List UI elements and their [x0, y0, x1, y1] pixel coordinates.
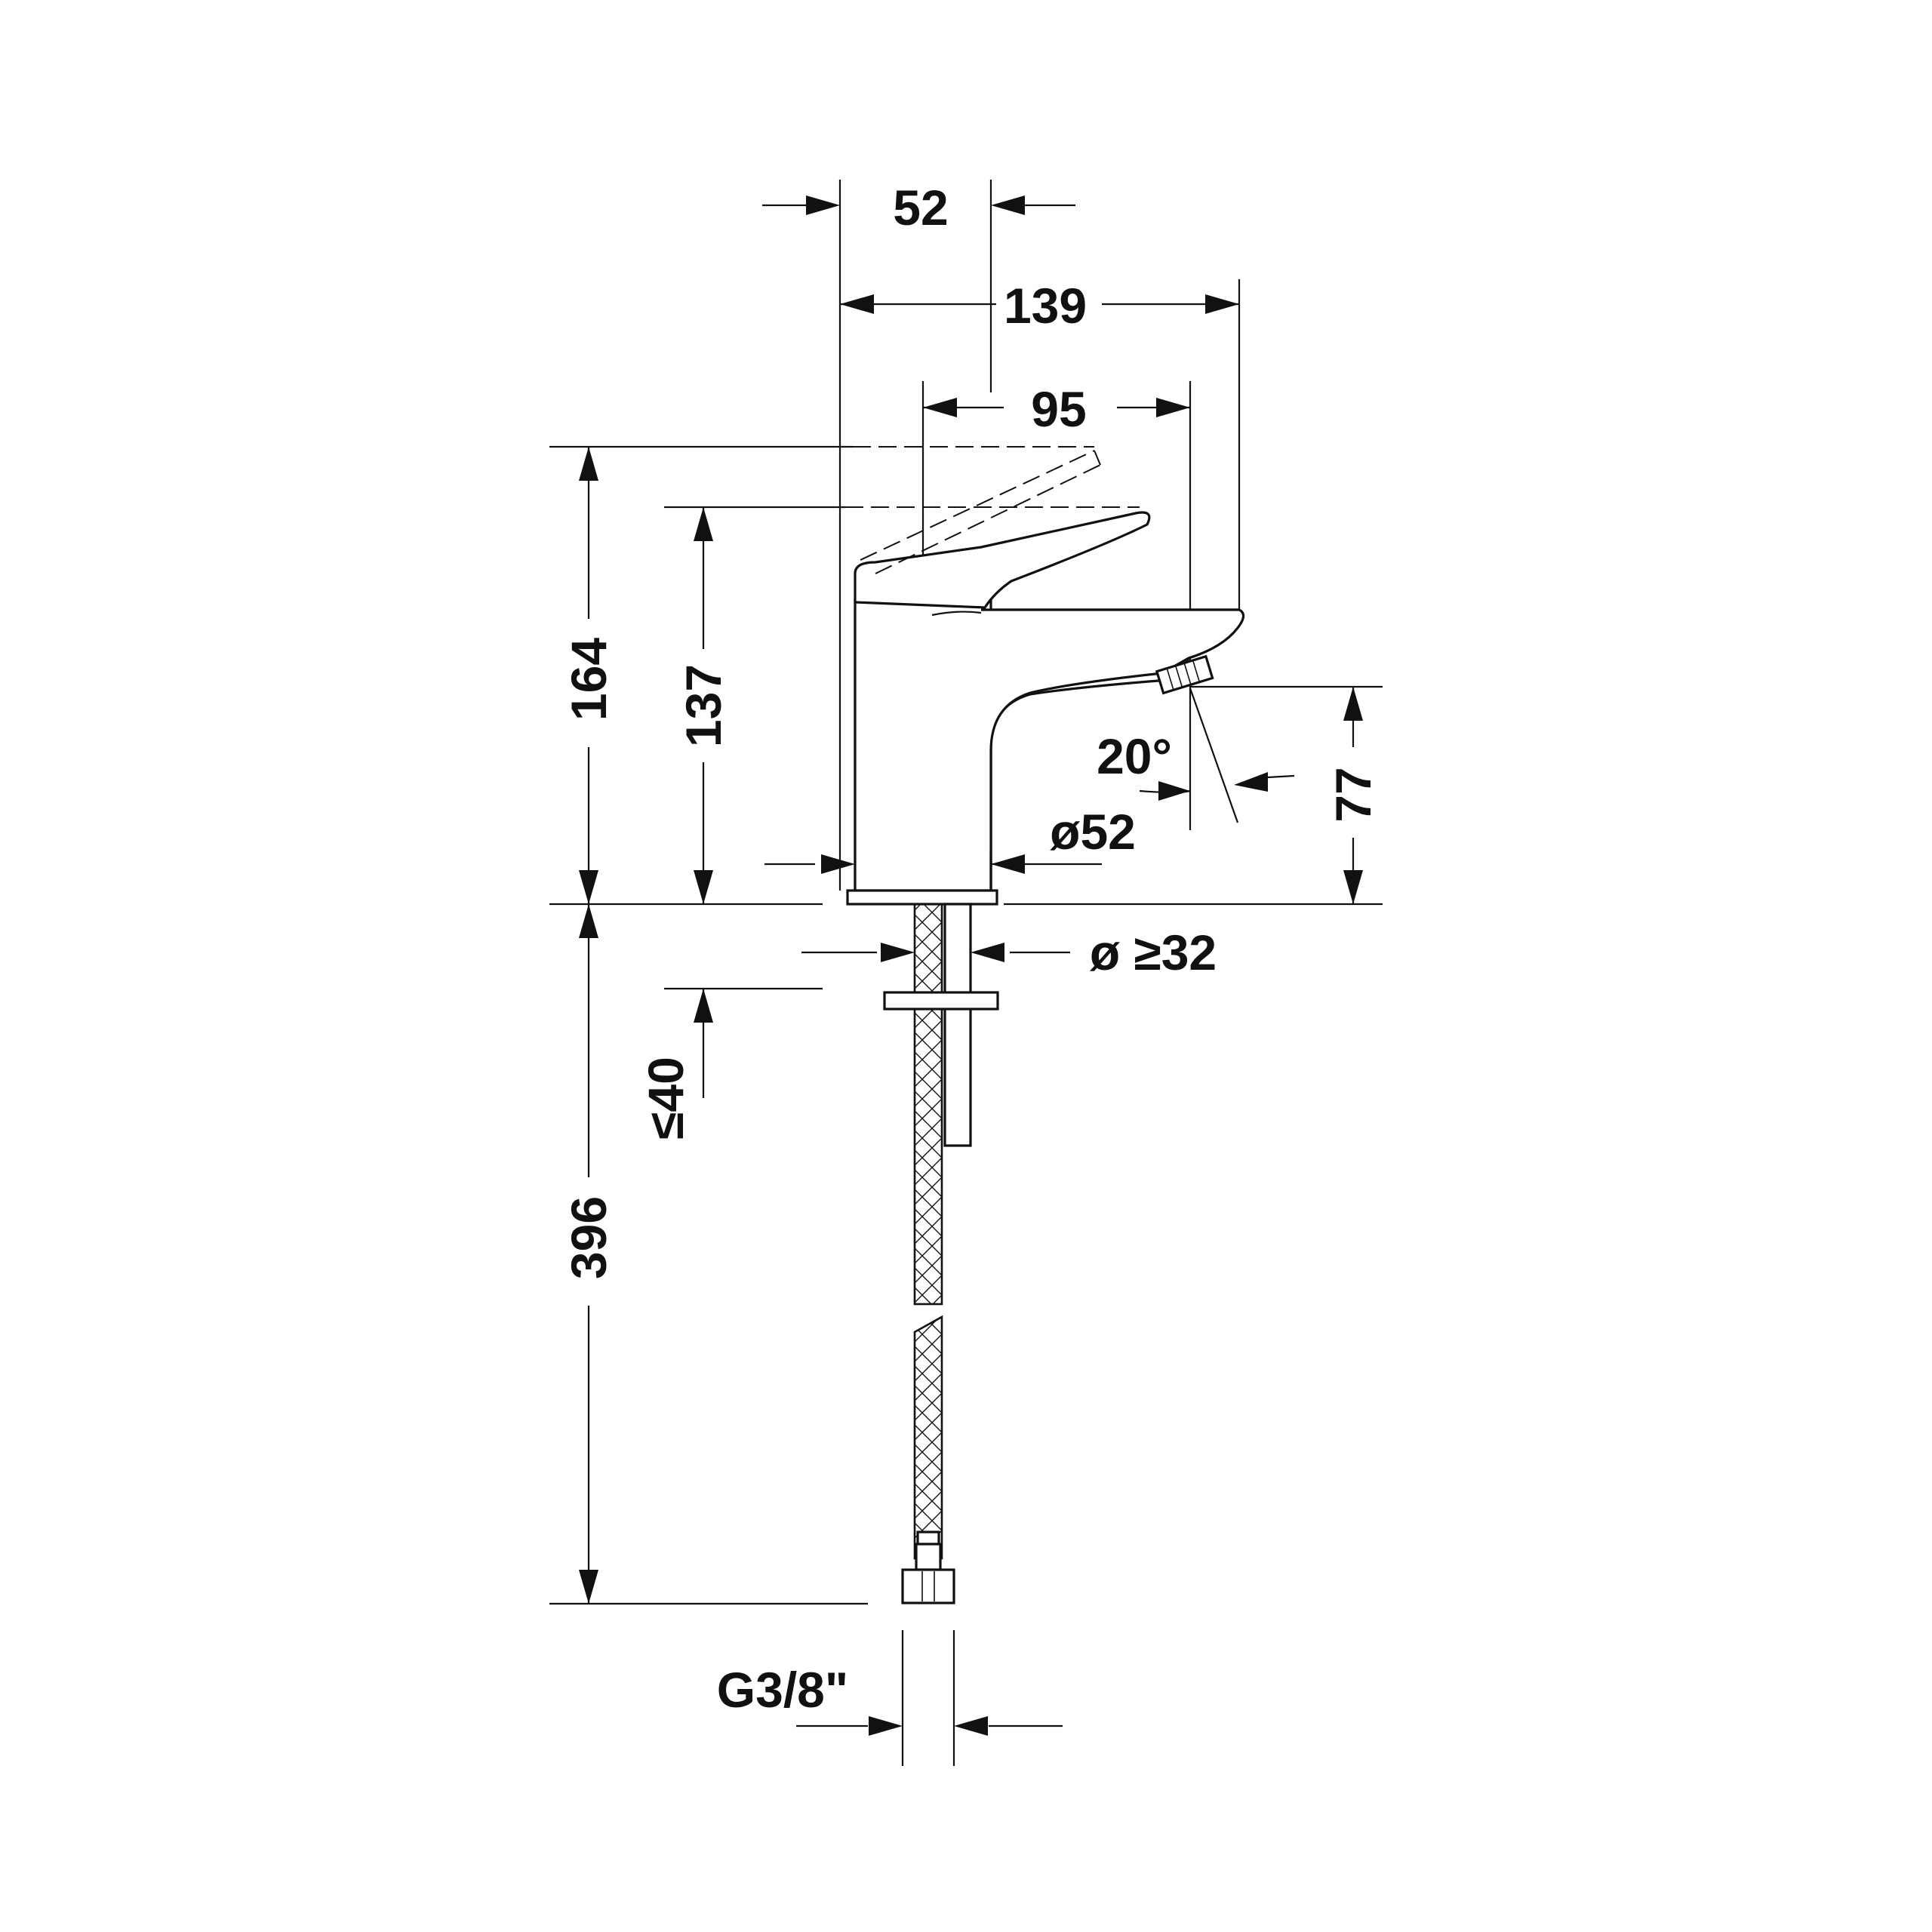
dim-label-137: 137 [675, 664, 731, 747]
arrowhead-icon [694, 989, 713, 1023]
dim-overall-depth: 139 [840, 278, 1241, 611]
dim-label-hole: ø ≥32 [1090, 924, 1217, 980]
dim-label-o52: ø52 [1050, 804, 1136, 860]
arrowhead-icon [694, 507, 713, 541]
arrowhead-icon [1343, 687, 1363, 721]
dim-connection-thread: G3/8" [717, 1630, 1063, 1766]
braided-hose-icon [913, 903, 943, 1306]
arrowhead-icon [881, 943, 915, 962]
dim-outlet-height: 77 [1004, 685, 1383, 906]
arrowhead-icon [923, 398, 957, 417]
arrowhead-icon [579, 904, 598, 938]
arrowhead-icon [954, 1716, 988, 1736]
dim-label-139: 139 [1004, 278, 1087, 334]
aerator [1155, 654, 1214, 695]
arrowhead-icon [1205, 294, 1239, 314]
arrowhead-icon [869, 1716, 903, 1736]
arrowhead-icon [579, 870, 598, 904]
lever-open-position [860, 450, 1101, 574]
body-cylinder [854, 598, 992, 892]
arrowhead-icon [991, 195, 1025, 215]
dim-label-20deg: 20° [1097, 728, 1172, 784]
dim-label-52: 52 [893, 180, 948, 235]
fixing-plate [883, 991, 999, 1011]
arrowhead-icon [694, 870, 713, 904]
arrowhead-icon [1156, 398, 1190, 417]
arrowhead-icon [991, 854, 1025, 874]
arrowhead-icon [1234, 772, 1268, 792]
dim-label-thread: G3/8" [717, 1662, 848, 1718]
dim-top-width: 52 [762, 180, 1075, 891]
dim-hole-diameter: ø ≥32 [801, 924, 1217, 980]
dim-total-height: 137 [664, 506, 1140, 904]
hose-fitting [901, 1531, 955, 1604]
dim-label-396: 396 [561, 1196, 617, 1279]
lever [854, 511, 1151, 609]
arrowhead-icon [579, 447, 598, 481]
dim-hose-length: 396 [549, 904, 868, 1605]
base-plate [846, 889, 998, 906]
arrowhead-icon [1343, 870, 1363, 904]
dim-lever-open-height: 164 [549, 445, 1094, 904]
dim-label-164: 164 [561, 638, 617, 721]
dim-base-diameter: ø52 [764, 804, 1136, 874]
arrowhead-icon [806, 195, 840, 215]
dim-label-max40: ≤40 [638, 1057, 694, 1140]
arrowhead-icon [840, 294, 874, 314]
arrowhead-icon [1158, 781, 1190, 801]
dim-label-95: 95 [1031, 381, 1086, 437]
arrowhead-icon [579, 1570, 598, 1604]
dim-spray-angle: 20° [1097, 688, 1295, 823]
supply-hoses [883, 903, 999, 1604]
arrowhead-icon [971, 943, 1004, 962]
faucet-body [846, 450, 1245, 906]
dim-label-77: 77 [1325, 767, 1381, 822]
dim-max-countertop: ≤40 [638, 989, 713, 1140]
arrowhead-icon [821, 854, 855, 874]
